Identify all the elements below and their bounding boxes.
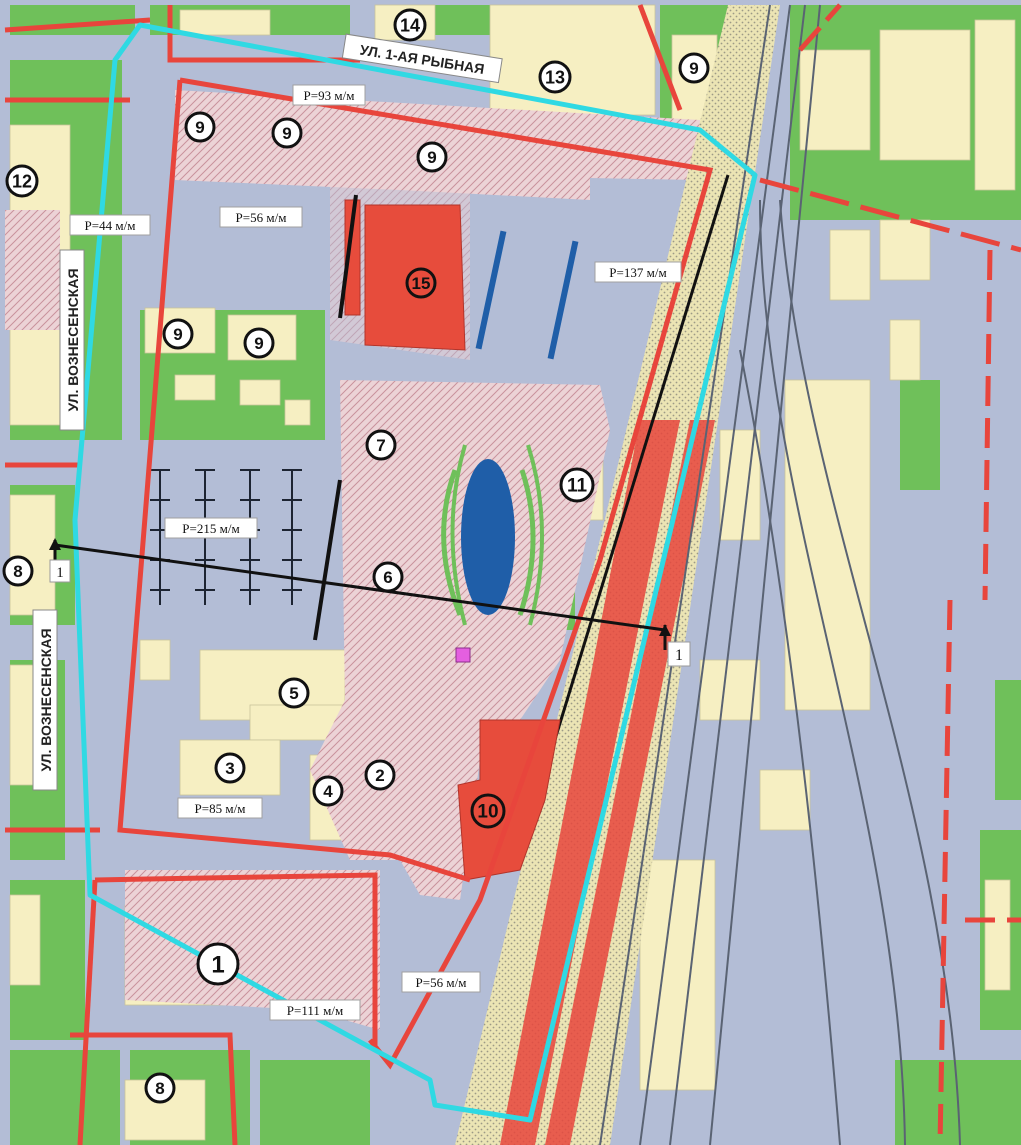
marker-number: 9 [689,59,698,78]
project-boundary [72,22,758,1123]
marker-number: 5 [289,684,298,703]
parking-label-p137: P=137 м/м [594,261,682,283]
parking-label-p111: P=111 м/м [269,999,361,1021]
marker-number: 8 [155,1079,164,1098]
marker-number: 8 [13,562,22,581]
marker-number: 9 [254,334,263,353]
parking-label-p93: P=93 м/м [292,84,366,106]
marker-m9a: 9 [678,52,710,84]
marker-m7: 7 [365,429,397,461]
parking-label-p56top: P=56 м/м [219,206,303,228]
marker-m2: 2 [364,759,396,791]
parking-label-p44: P=44 м/м [69,214,151,236]
red-lines [4,3,1021,1145]
parking-capacity: P=56 м/м [416,975,467,990]
bus-platforms [475,230,579,360]
station-buildings [344,199,561,881]
marker-number: 10 [477,802,498,823]
street-label-west-lower: УЛ. ВОЗНЕСЕНСКАЯ [32,609,58,791]
marker-m4: 4 [312,775,344,807]
section-label-left: 1 [56,565,64,581]
street-label-west-upper: УЛ. ВОЗНЕСЕНСКАЯ [59,249,85,431]
marker-m10: 10 [470,793,506,829]
parking-capacity: P=215 м/м [182,521,239,536]
marker-m1: 1 [196,942,240,986]
marker-m9e: 9 [162,318,194,350]
marker-number: 9 [195,118,204,137]
marker-number: 9 [427,148,436,167]
marker-m5: 5 [278,677,310,709]
marker-m15: 15 [405,267,437,299]
marker-number: 6 [383,568,392,587]
marker-m14: 14 [393,8,427,42]
parking-label-p56bottom: P=56 м/м [401,971,481,993]
marker-number: 11 [567,476,588,497]
platform-edges [313,194,358,641]
pond [461,459,515,615]
marker-number: 12 [12,171,32,191]
marker-number: 7 [376,436,385,455]
parking-capacity: P=56 м/м [236,210,287,225]
parking-capacity: P=44 м/м [85,218,136,233]
marker-m9d: 9 [416,141,448,173]
marker-m6: 6 [372,561,404,593]
building-10 [457,719,561,881]
marker-number: 3 [225,759,234,778]
marker-number: 9 [282,124,291,143]
marker-m3: 3 [214,752,246,784]
parking-capacity: P=93 м/м [304,88,355,103]
marker-m11: 11 [559,467,595,503]
marker-number: 1 [211,951,224,978]
section-label-right: 1 [675,647,683,664]
marker-m9f: 9 [243,327,275,359]
kiosk-marker [455,647,471,663]
parking-capacity: P=137 м/м [609,265,666,280]
marker-m12: 12 [5,164,39,198]
marker-m13: 13 [538,60,572,94]
section-line [49,538,691,667]
parking-label-p215: P=215 м/м [164,517,258,539]
railway [455,4,961,1145]
marker-number: 2 [375,766,384,785]
parking-label-p85: P=85 м/м [177,797,263,819]
parking-capacity: P=111 м/м [287,1003,343,1018]
marker-number: 13 [545,67,565,87]
marker-m8b: 8 [144,1072,176,1104]
parking-capacity: P=85 м/м [195,801,246,816]
marker-number: 15 [412,274,431,293]
street-name: УЛ. ВОЗНЕСЕНСКАЯ [38,628,54,771]
marker-number: 9 [173,325,182,344]
marker-m8a: 8 [2,555,34,587]
marker-number: 4 [323,782,333,801]
marker-number: 14 [400,15,420,35]
marker-m9b: 9 [184,111,216,143]
marker-m9c: 9 [271,117,303,149]
street-name: УЛ. ВОЗНЕСЕНСКАЯ [65,268,81,411]
